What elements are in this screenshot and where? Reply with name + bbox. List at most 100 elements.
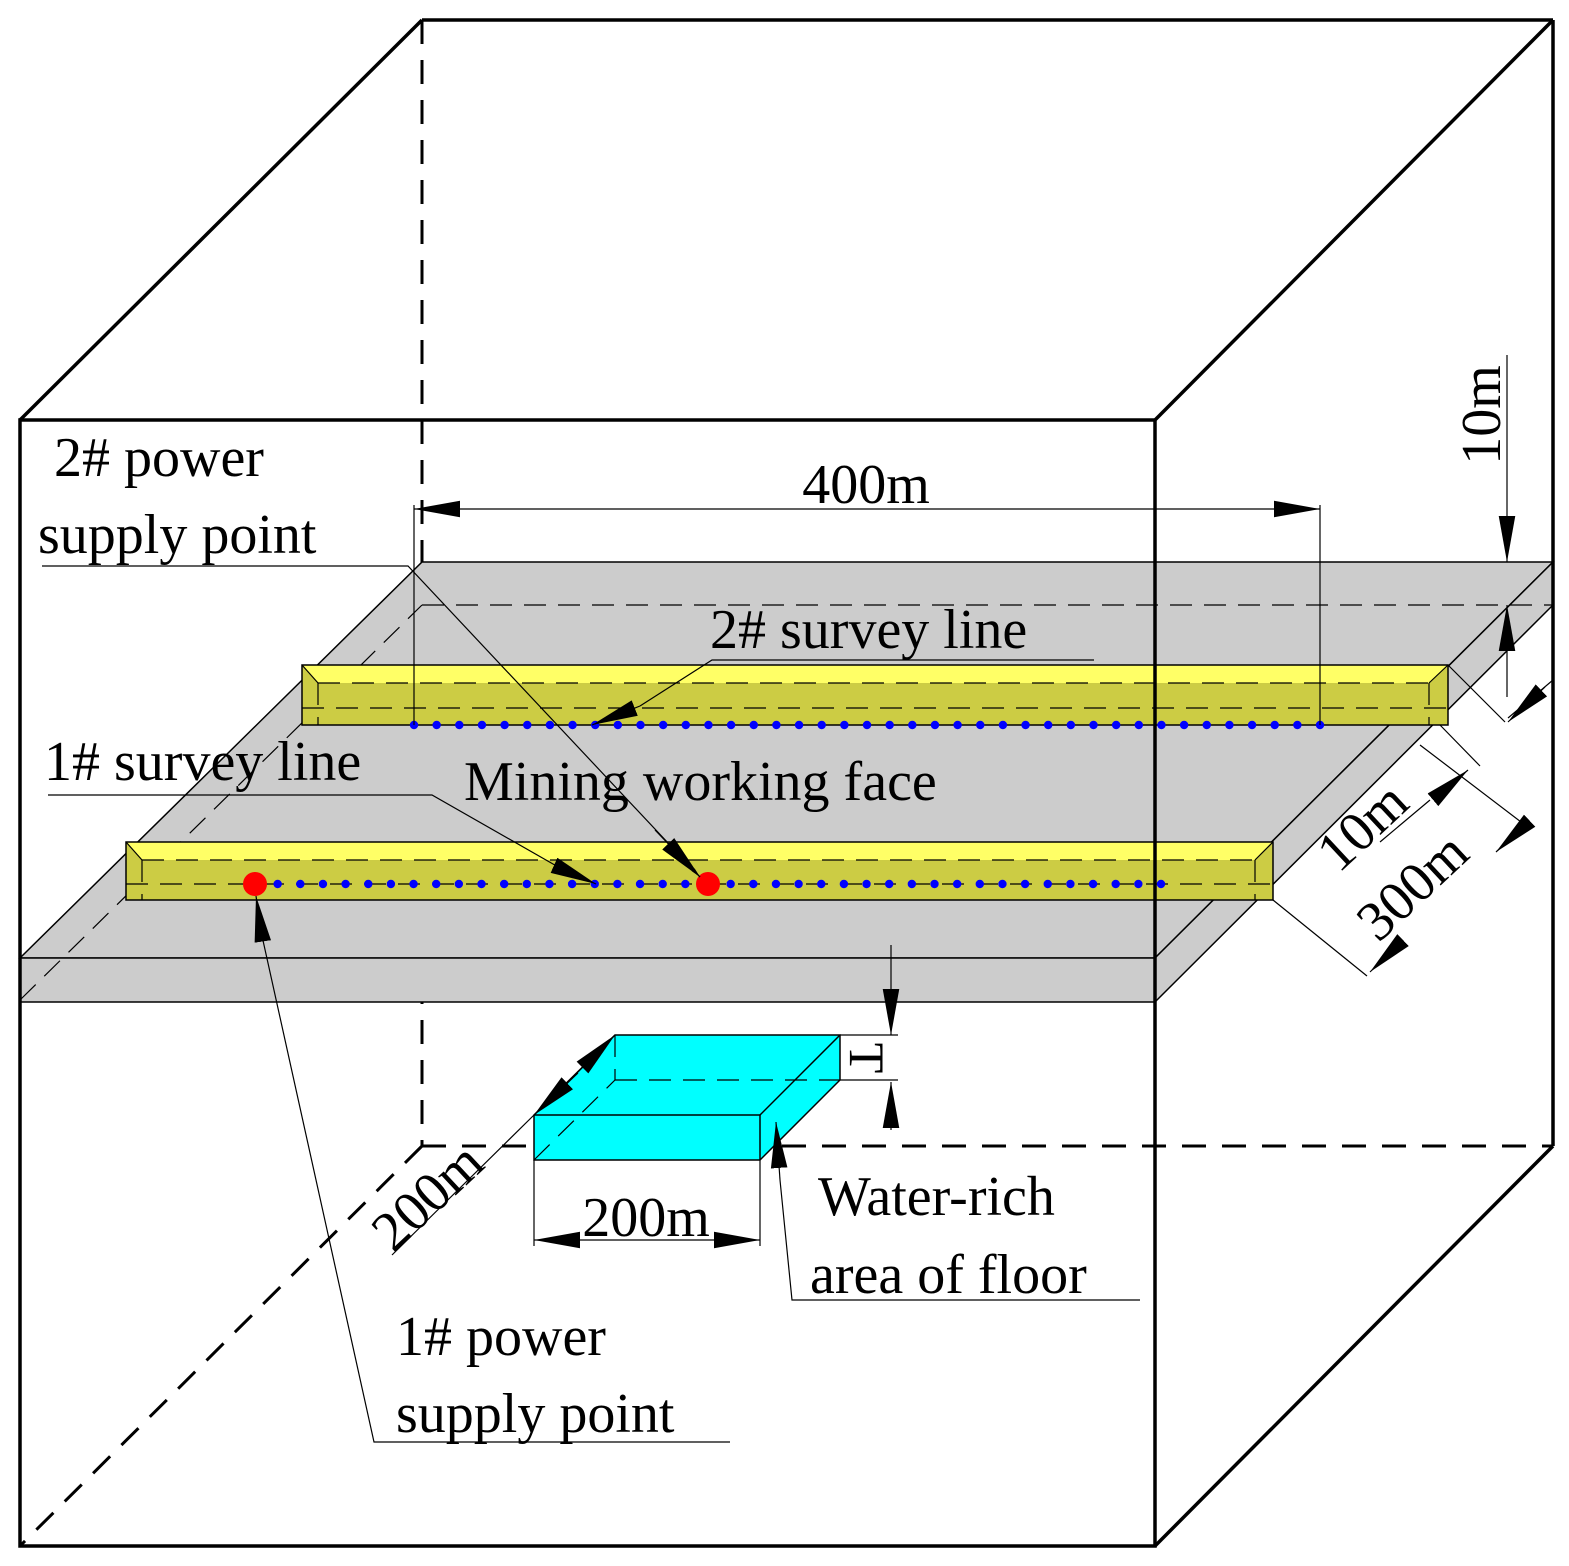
- electrode-dot: [1157, 720, 1166, 730]
- electrode-dot: [771, 879, 781, 889]
- electrode-dot: [1088, 879, 1098, 889]
- electrode-dot: [704, 720, 713, 730]
- electrode-dot: [908, 720, 917, 730]
- electrode-dot: [1066, 720, 1076, 730]
- electrode-dot: [885, 720, 894, 730]
- electrode-dot: [613, 720, 623, 730]
- electrode-dot: [1134, 720, 1144, 730]
- electrode-dot: [432, 879, 441, 889]
- electrode-dot: [930, 720, 940, 730]
- electrode-dot: [1111, 879, 1120, 889]
- electrode-dot: [499, 879, 509, 889]
- survey-line-2-label: 2# survey line: [710, 599, 1027, 661]
- electrode-dot: [907, 879, 917, 889]
- electrode-dot: [1247, 720, 1257, 730]
- survey-line-2-electrodes: [409, 720, 1325, 730]
- dimension-water-depth: [391, 1034, 616, 1256]
- electrode-dot: [273, 879, 282, 889]
- power-point-1: [243, 872, 267, 896]
- electrode-dot: [1066, 879, 1075, 889]
- electrode-dot: [952, 879, 962, 889]
- electrode-dot: [1202, 720, 1211, 730]
- dimension-water-width-label: 200m: [582, 1187, 710, 1249]
- electrode-dot: [817, 720, 826, 730]
- cube-visible-edges: [18, 18, 1555, 1548]
- electrode-dot: [364, 879, 373, 889]
- electrode-dot: [1089, 720, 1098, 730]
- electrode-dot: [545, 720, 555, 730]
- electrode-dot: [386, 879, 396, 889]
- water-rich-area: [533, 1034, 841, 1161]
- electrode-dot: [976, 720, 985, 730]
- dimension-top-10m-label: 10m: [1451, 365, 1513, 465]
- electrode-dot: [749, 879, 758, 889]
- electrode-dot: [636, 720, 645, 730]
- electrode-dot: [296, 879, 305, 889]
- electrode-dot: [862, 879, 871, 889]
- power-point-1-label-line1: 1# power: [396, 1306, 606, 1368]
- electrode-dot: [432, 720, 441, 730]
- survey-line-1-label: 1# survey line: [44, 731, 361, 793]
- roadway-2: [301, 664, 1449, 726]
- electrode-dot: [953, 720, 962, 730]
- electrode-dot: [1270, 720, 1279, 730]
- electrode-dot: [681, 879, 690, 889]
- power-point-2: [696, 872, 720, 896]
- electrode-dot: [817, 879, 826, 889]
- electrode-dot: [477, 879, 486, 889]
- electrode-dot: [1020, 879, 1030, 889]
- electrode-dot: [794, 879, 803, 889]
- electrode-dot: [1225, 720, 1234, 730]
- dimension-thickness-label: T: [839, 1043, 895, 1074]
- electrode-dot: [839, 879, 849, 889]
- electrode-dot: [998, 879, 1007, 889]
- survey-line-1-electrodes: [250, 879, 1166, 889]
- dimension-400m-label: 400m: [802, 454, 930, 516]
- electrode-dot: [749, 720, 758, 730]
- electrode-dot: [522, 879, 531, 889]
- dimension-400m: [413, 500, 1321, 725]
- leader-lines: [42, 565, 1140, 1443]
- electrode-dot: [635, 879, 645, 889]
- electrode-dot: [613, 879, 622, 889]
- electrode-dot: [658, 720, 668, 730]
- electrode-dot: [1021, 720, 1030, 730]
- electrode-dot: [455, 720, 464, 730]
- electrode-dot: [681, 720, 690, 730]
- electrode-dot: [341, 879, 350, 889]
- electrode-dot: [1134, 879, 1143, 889]
- electrode-dot: [454, 879, 464, 889]
- electrode-dot: [726, 879, 735, 889]
- water-area-label-line2: area of floor: [810, 1244, 1087, 1306]
- electrode-dot: [840, 720, 849, 730]
- dimension-water-depth-label: 200m: [360, 1131, 496, 1263]
- power-point-2-label-line2: supply point: [38, 504, 317, 566]
- electrode-dot: [772, 720, 781, 730]
- electrode-dot: [998, 720, 1008, 730]
- electrode-dot: [568, 720, 577, 730]
- electrode-dot: [1111, 720, 1121, 730]
- electrode-dot: [477, 720, 487, 730]
- electrode-dot: [1044, 720, 1053, 730]
- electrode-dot: [545, 879, 554, 889]
- mining-face-label: Mining working face: [464, 751, 937, 813]
- electrode-dot: [1156, 879, 1166, 889]
- electrode-dot: [567, 879, 577, 889]
- electrode-dot: [1293, 720, 1302, 730]
- power-point-2-label-line1: 2# power: [54, 427, 264, 489]
- electrode-dot: [930, 879, 939, 889]
- electrode-dot: [658, 879, 667, 889]
- electrode-dot: [975, 879, 984, 889]
- electrode-dot: [794, 720, 804, 730]
- dimension-thickness: [840, 945, 900, 1130]
- dimension-side: [1272, 664, 1554, 977]
- electrode-dot: [409, 879, 418, 889]
- dimension-water-width: [533, 1160, 761, 1249]
- electrode-dot: [1043, 879, 1052, 889]
- electrode-dot: [1179, 720, 1189, 730]
- electrode-dot: [726, 720, 736, 730]
- electrode-dot: [523, 720, 532, 730]
- power-point-1-label-line2: supply point: [396, 1383, 675, 1445]
- electrode-dot: [862, 720, 872, 730]
